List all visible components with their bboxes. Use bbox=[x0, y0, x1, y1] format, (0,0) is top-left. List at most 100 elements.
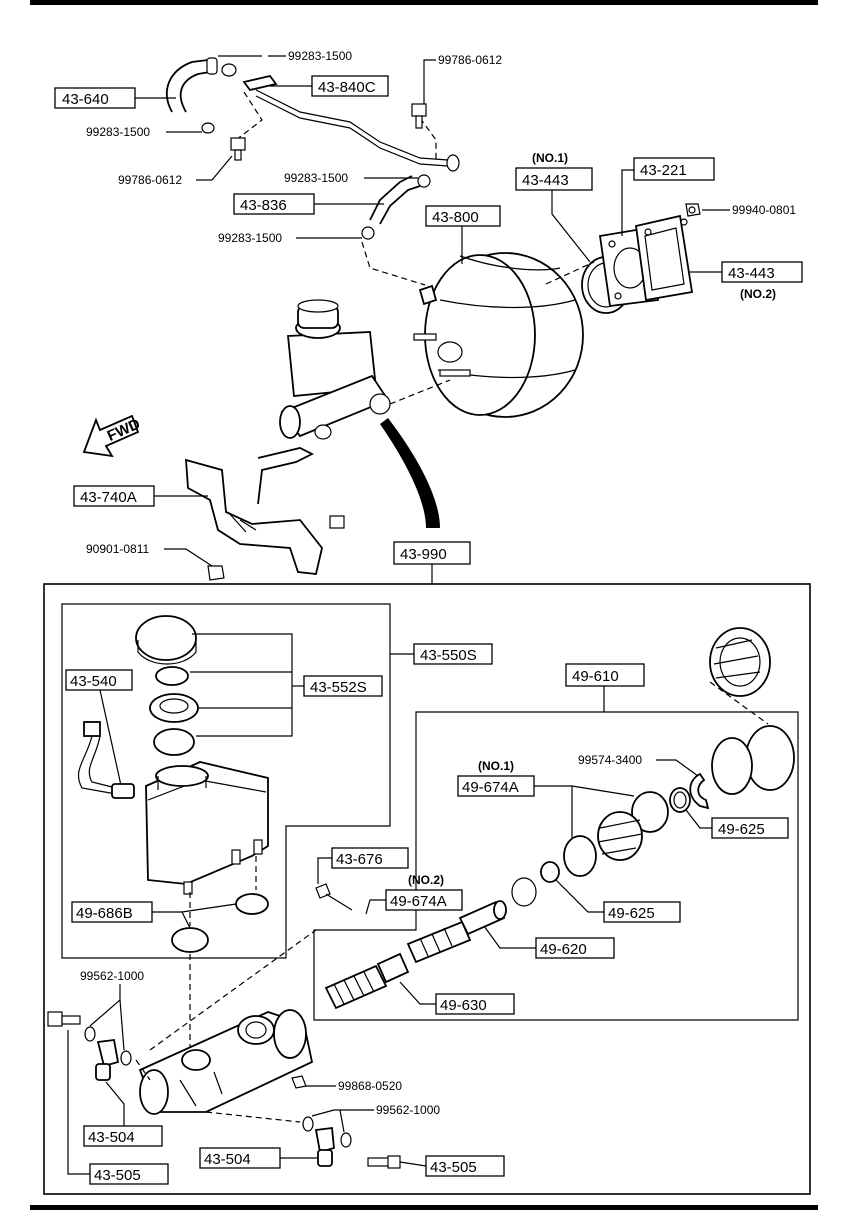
fwd-label: FWD bbox=[105, 415, 143, 444]
callout-43-836: 43-836 bbox=[240, 197, 287, 214]
fitting-43-504-b bbox=[302, 1116, 352, 1167]
label-99283-1500-c: 99283-1500 bbox=[284, 171, 348, 185]
leader-43-676 bbox=[317, 857, 332, 884]
fwd-direction-arrow: FWD bbox=[82, 414, 143, 458]
spring-seat-49-625-b bbox=[511, 861, 560, 907]
label-99283-1500-b: 99283-1500 bbox=[86, 125, 150, 139]
check-valve-pipe-43-840C bbox=[242, 74, 460, 172]
leader-43-443-no1 bbox=[551, 190, 591, 263]
callout-box-49-610 bbox=[565, 663, 645, 687]
vacuum-hose-43-640 bbox=[166, 57, 218, 113]
callout-arrow-43-990 bbox=[380, 418, 440, 528]
label-90901-0811: 90901-0811 bbox=[86, 542, 149, 556]
callout-49-625-a: 49-625 bbox=[718, 821, 765, 838]
callout-box-43-443-no1 bbox=[515, 167, 593, 191]
callout-43-550S: 43-550S bbox=[420, 647, 477, 664]
hose-clamp-top bbox=[201, 63, 237, 134]
dashed-link-fittings bbox=[135, 1059, 301, 1123]
leader-43-504-a bbox=[105, 1081, 125, 1126]
reservoir-tank bbox=[145, 761, 269, 895]
booster-gasket-43-443-no2 bbox=[634, 214, 694, 302]
callout-43-505-a: 43-505 bbox=[94, 1167, 141, 1184]
leader-49-686B bbox=[152, 903, 237, 929]
dashed-link-reservoir bbox=[189, 856, 257, 1050]
callout-49-620: 49-620 bbox=[540, 941, 587, 958]
label-99786-0612-a: 99786-0612 bbox=[438, 53, 502, 67]
bottom-border bbox=[30, 1205, 818, 1210]
callout-49-674A-no2: 49-674A bbox=[390, 893, 447, 910]
bracket-43-552S bbox=[190, 633, 293, 737]
exploded-view-frame bbox=[43, 583, 811, 1195]
callout-box-43-800 bbox=[425, 205, 501, 227]
union-bolt-43-505-b bbox=[367, 1155, 401, 1169]
top-border bbox=[30, 0, 818, 5]
leader-99562-1000-a bbox=[89, 984, 125, 1051]
label-99283-1500-a: 99283-1500 bbox=[288, 49, 352, 63]
label-99283-1500-d: 99283-1500 bbox=[218, 231, 282, 245]
bolt-99786-0612-a bbox=[411, 103, 427, 129]
piston-subframe bbox=[313, 711, 799, 1021]
boot-seal bbox=[709, 627, 771, 697]
callout-43-800: 43-800 bbox=[432, 209, 479, 226]
reservoir-cap bbox=[135, 615, 197, 665]
callout-43-221: 43-221 bbox=[640, 162, 687, 179]
snap-ring-99574-3400 bbox=[689, 772, 710, 810]
stop-bolt-43-676 bbox=[315, 883, 353, 911]
nut-90901-0811 bbox=[207, 565, 225, 581]
callout-43-552S: 43-552S bbox=[310, 679, 367, 696]
leader-49-625-b bbox=[555, 879, 604, 913]
note-49-674A-no2: (NO.2) bbox=[408, 873, 444, 887]
union-bolt-43-505-a bbox=[47, 1011, 81, 1027]
master-cylinder-assembly-43-990 bbox=[279, 299, 391, 440]
callout-43-505-b: 43-505 bbox=[430, 1159, 477, 1176]
note-43-443-no1: (NO.1) bbox=[532, 151, 568, 165]
master-cylinder-body bbox=[138, 1009, 314, 1115]
primary-piston bbox=[597, 811, 643, 861]
leader-99574-3400 bbox=[656, 759, 699, 777]
callout-43-504-a: 43-504 bbox=[88, 1129, 135, 1146]
leader-49-674A-no1 bbox=[534, 785, 635, 838]
reservoir-subframe bbox=[61, 603, 391, 959]
label-99786-0612-b: 99786-0612 bbox=[118, 173, 182, 187]
leader-43-505-b bbox=[399, 1161, 427, 1167]
note-49-674A-no1: (NO.1) bbox=[478, 759, 514, 773]
label-99574-3400: 99574-3400 bbox=[578, 753, 642, 767]
callout-49-686B: 49-686B bbox=[76, 905, 133, 922]
return-spring-49-630 bbox=[324, 952, 410, 1010]
label-99562-1000-a: 99562-1000 bbox=[80, 969, 144, 983]
callout-43-676: 43-676 bbox=[336, 851, 383, 868]
callout-43-504-b: 43-504 bbox=[204, 1151, 251, 1168]
callout-box-43-552S bbox=[303, 675, 383, 697]
callout-43-990: 43-990 bbox=[400, 546, 447, 563]
leader-49-630 bbox=[399, 981, 436, 1005]
fluid-level-sensor-43-540 bbox=[77, 721, 135, 799]
callout-43-443-no1: 43-443 bbox=[522, 172, 569, 189]
callout-43-740A: 43-740A bbox=[80, 489, 137, 506]
bracket-43-740A bbox=[185, 447, 345, 575]
leader-43-221 bbox=[621, 169, 634, 236]
leader-99786-0612-a bbox=[423, 59, 436, 104]
callout-43-640: 43-640 bbox=[62, 91, 109, 108]
leader-49-674A-no2 bbox=[365, 899, 386, 915]
callout-49-674A-no1: 49-674A bbox=[462, 779, 519, 796]
leader-99562-1000-b bbox=[311, 1109, 374, 1133]
label-99868-0520: 99868-0520 bbox=[338, 1079, 402, 1093]
leader-49-625-a bbox=[685, 809, 712, 829]
dashed-link-bolt bbox=[419, 117, 437, 160]
piston-seals bbox=[563, 725, 795, 877]
cap-seal-43-552S bbox=[149, 666, 199, 756]
washer-99562-1000-a bbox=[84, 1026, 132, 1066]
leader-99786-0612-b bbox=[196, 155, 233, 181]
callout-box-43-504-a bbox=[83, 1125, 163, 1147]
callout-49-625-b: 49-625 bbox=[608, 905, 655, 922]
callout-box-43-540 bbox=[65, 669, 133, 691]
label-99940-0801: 99940-0801 bbox=[732, 203, 796, 217]
note-43-443-no2: (NO.2) bbox=[740, 287, 776, 301]
secondary-piston-49-620 bbox=[406, 900, 507, 964]
callout-49-630: 49-630 bbox=[440, 997, 487, 1014]
dashed-link-boot bbox=[709, 681, 769, 725]
brake-booster-43-800 bbox=[413, 252, 584, 418]
callout-43-540: 43-540 bbox=[70, 673, 117, 690]
spring-seat-49-625-a bbox=[669, 787, 691, 813]
